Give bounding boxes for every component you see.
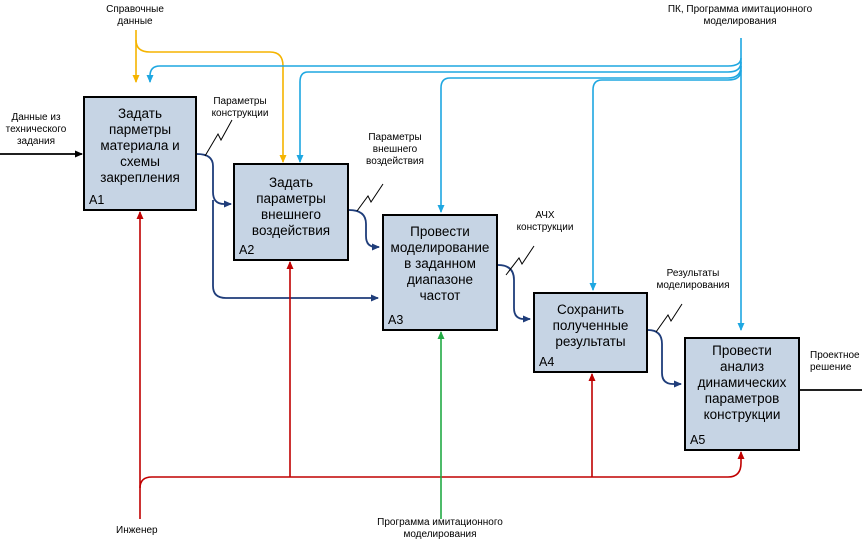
label-output: Проектное решение [810, 350, 860, 373]
label-external-params: Параметры внешнего воздействия [366, 132, 424, 167]
label-sim-program: Программа имитационного моделирования [377, 517, 503, 540]
label-results: Результаты моделирования [656, 268, 730, 291]
block-a4-title: Сохранить полученные результаты [552, 302, 629, 349]
block-a5-id: A5 [690, 433, 706, 447]
label-reference-data: Справочные данные [106, 4, 164, 27]
label-afc: АЧХ конструкции [516, 210, 574, 233]
arrow-reference-data [132, 30, 287, 163]
arrow-engineer [136, 211, 745, 519]
label-design-params: Параметры конструкции [211, 96, 269, 119]
block-a3-title: Провести моделирование в заданном диапаз… [390, 224, 490, 303]
arrow-pc-program [146, 38, 745, 331]
block-a2-title: Задать параметры внешнего воздействия [251, 175, 331, 238]
block-a2-id: A2 [239, 243, 255, 257]
label-engineer: Инженер [116, 525, 158, 536]
block-a4[interactable]: Сохранить полученные результаты A4 [533, 292, 648, 373]
label-pc-program: ПК, Программа имитационного моделировани… [667, 4, 813, 27]
block-a1-id: A1 [89, 193, 105, 207]
label-connectors [204, 119, 683, 333]
block-a2[interactable]: Задать параметры внешнего воздействия A2 [233, 163, 349, 261]
block-a3[interactable]: Провести моделирование в заданном диапаз… [382, 214, 498, 331]
label-input-data: Данные из технического задания [5, 112, 67, 147]
arrow-input-output [0, 150, 862, 391]
block-a4-id: A4 [539, 355, 555, 369]
block-a1-title: Задать парметры материала и схемы закреп… [100, 106, 180, 185]
block-a1[interactable]: Задать парметры материала и схемы закреп… [83, 96, 197, 211]
block-a5-title: Провести анализ динамических параметров … [697, 343, 787, 422]
block-a3-id: A3 [388, 313, 404, 327]
block-a5[interactable]: Провести анализ динамических параметров … [684, 337, 800, 451]
